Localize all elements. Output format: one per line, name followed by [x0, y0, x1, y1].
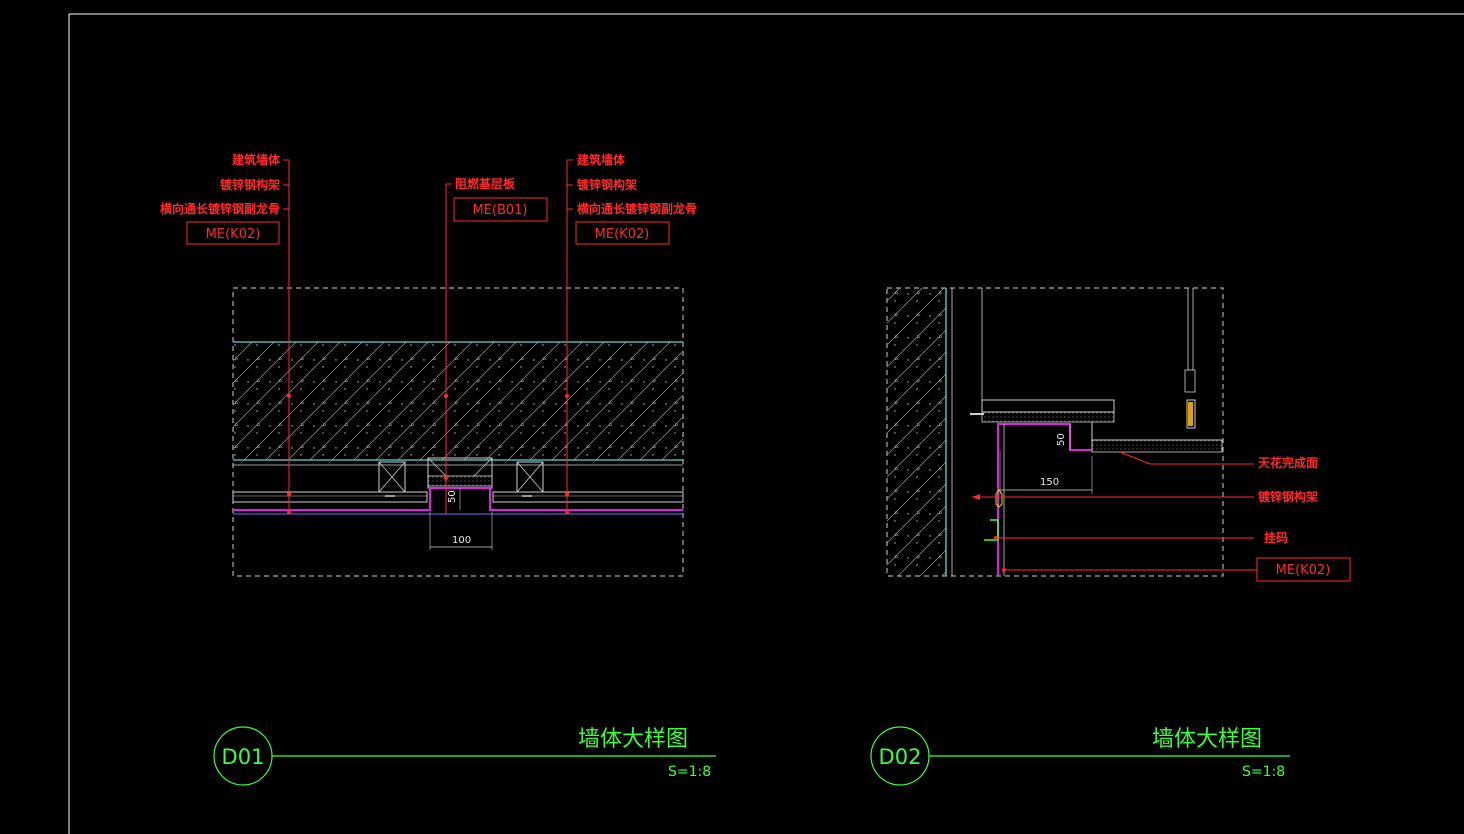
d02-dim-width: 150	[1040, 477, 1059, 488]
d02-label-ceiling: 天花完成面	[1258, 455, 1318, 470]
d01-label-right-frame: 镀锌钢构架	[577, 177, 637, 192]
d02-title: 墙体大样图	[1152, 727, 1262, 752]
d01-id: D01	[222, 745, 265, 769]
d02-title-block: D02 墙体大样图 S=1:8	[870, 726, 1290, 786]
d01-leader-right: 建筑墙体 镀锌钢构架 横向通长镀锌钢副龙骨 ME(K02)	[565, 152, 697, 514]
sheet-frame	[68, 13, 1464, 834]
d01-dim-gap: 50	[447, 490, 458, 503]
detail-d01: 50 100 建筑墙体 镀锌钢构架 横向通长镀锌钢副龙骨 ME(K02)	[160, 152, 716, 786]
d01-label-right-wall: 建筑墙体	[576, 152, 626, 167]
d01-scale: S=1:8	[668, 764, 711, 780]
d01-label-left-keel: 横向通长镀锌钢副龙骨	[160, 201, 280, 216]
d01-title: 墙体大样图	[578, 727, 688, 752]
d02-wall-hatch	[887, 288, 946, 576]
d01-label-left-wall: 建筑墙体	[231, 152, 281, 167]
d01-dim-width: 100	[452, 535, 471, 546]
d02-label-frame: 镀锌钢构架	[1258, 489, 1318, 504]
d01-title-block: D01 墙体大样图 S=1:8	[213, 726, 716, 786]
d01-leader-center: 阻燃基层板 ME(B01)	[444, 176, 548, 514]
d01-tag-left: ME(K02)	[206, 227, 261, 242]
d02-label-hanger: 挂码	[1264, 530, 1288, 545]
d01-label-center-board: 阻燃基层板	[455, 176, 516, 191]
d02-scale: S=1:8	[1242, 764, 1285, 780]
d01-label-left-frame: 镀锌钢构架	[220, 177, 280, 192]
d01-wall-hatch	[233, 342, 683, 460]
d01-tag-center: ME(B01)	[472, 203, 527, 218]
d01-tag-right: ME(K02)	[595, 227, 650, 242]
d02-leaders: 天花完成面 镀锌钢构架 挂码 ME(K02)	[972, 451, 1351, 582]
d02-id: D02	[879, 745, 922, 769]
d02-tag: ME(K02)	[1276, 563, 1331, 578]
d01-label-right-keel: 横向通长镀锌钢副龙骨	[577, 201, 697, 216]
d02-dim-height: 50	[1056, 433, 1067, 446]
d01-leader-left: 建筑墙体 镀锌钢构架 横向通长镀锌钢副龙骨 ME(K02)	[160, 152, 291, 514]
detail-d02: 50 150 天花完成面 镀锌钢构架 挂码 ME(K02) D02	[870, 287, 1351, 786]
